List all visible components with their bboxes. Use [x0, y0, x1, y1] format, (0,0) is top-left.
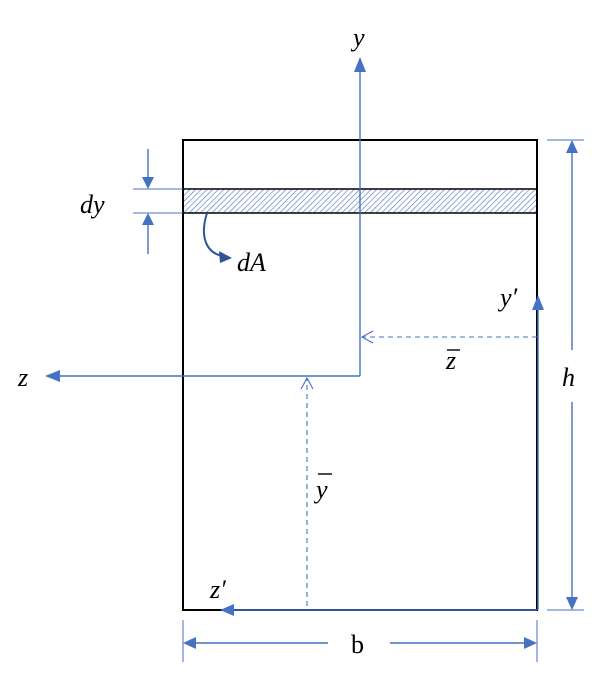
- y-axis-label: y: [350, 23, 365, 52]
- dy-arrowhead-bottom: [142, 213, 154, 225]
- dA-label: dA: [237, 248, 266, 277]
- z-bar-arrowhead: [360, 330, 374, 344]
- z-axis-arrowhead: [45, 370, 60, 382]
- h-arrowhead-top: [566, 140, 578, 153]
- b-label: b: [351, 630, 364, 659]
- y-prime-label: y′: [497, 283, 518, 312]
- dy-label: dy: [80, 190, 105, 219]
- z-axis-label: z: [17, 363, 28, 392]
- y-axis-arrowhead: [354, 57, 366, 72]
- z-bar-label: z: [445, 346, 456, 375]
- y-prime-arrowhead: [532, 295, 544, 310]
- dy-arrowhead-top: [142, 177, 154, 189]
- dA-pointer-curve: [203, 212, 223, 257]
- dA-pointer-arrowhead: [219, 251, 232, 263]
- h-arrowhead-bottom: [566, 597, 578, 610]
- y-bar-arrowhead: [300, 376, 314, 390]
- y-bar-label: y: [313, 475, 328, 504]
- b-arrowhead-left: [183, 637, 196, 649]
- h-label: h: [562, 363, 575, 392]
- z-prime-arrowhead: [220, 604, 234, 616]
- z-prime-label: z′: [209, 575, 226, 604]
- b-arrowhead-right: [524, 637, 537, 649]
